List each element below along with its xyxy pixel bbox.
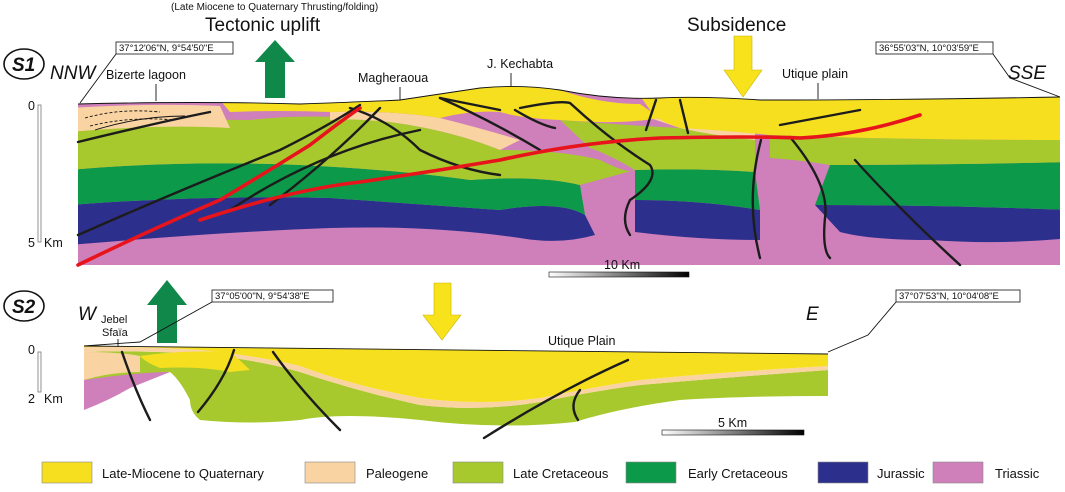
s2-uplift-arrow-up-icon [147,280,187,343]
s2-subsidence-arrow-down-icon [422,282,462,341]
section-s1-dir-left: NNW [50,63,97,84]
section-s2-badge [3,290,45,322]
section-s1-scale-bar [548,271,690,278]
uplift-label: Tectonic uplift [205,15,321,36]
legend-label-paleogene: Paleogene [366,466,428,481]
legend-swatch-jurassic [817,461,869,484]
uplift-arrow-up-icon [255,40,295,98]
section-s2-depth-bar [37,351,42,393]
legend-label-late-miocene: Late-Miocene to Quaternary [102,466,264,481]
place-utique-plain: Utique plain [782,67,848,81]
section-s2-depth-top: 0 [28,343,35,357]
section-s2-depth-bottom: 2 [28,392,35,406]
uplift-subtitle: (Late Miocene to Quaternary Thrusting/fo… [171,2,378,13]
place-utique-plain-s2: Utique Plain [548,334,615,348]
subsidence-label: Subsidence [687,15,786,36]
section-s1-badge [3,48,45,80]
place-j-kechabta: J. Kechabta [487,57,553,71]
section-s2-scale-bar [661,429,805,436]
place-bizerte-lagoon: Bizerte lagoon [106,68,186,82]
section-s1-coord-left-box [115,41,234,55]
section-s2-dir-right: E [806,304,819,325]
section-s2-dir-left: W [78,304,98,325]
section-s2-coord-left-box [211,289,334,303]
section-s2-coord-right-box [895,289,1021,303]
section-s1-coord-right: 36°55'03"N, 10°03'59"E [879,43,979,54]
section-s1-leader-left [79,53,117,104]
subsidence-arrow-down-icon [723,35,763,98]
section-s1-strata [78,86,1060,266]
section-s1-depth-bar [37,104,42,243]
thrust-fault-1 [76,106,362,267]
place-sfaia: Sfaïa [102,327,129,339]
section-s1-id: S1 [12,55,35,76]
section-s1-scale-label: 10 Km [604,258,640,272]
section-s2-strata [84,346,828,426]
legend-swatch-early-cretaceous [625,461,677,484]
section-s1-coord-right-box [875,41,994,55]
legend-swatch-late-cretaceous [452,461,504,484]
place-jebel: Jebel [101,314,127,326]
section-s1-depth-top: 0 [28,99,35,113]
section-s1-coord-left: 37°12'06"N, 9°54'50"E [119,43,214,54]
section-s1: S1 NNW SSE 37°12'06"N, 9°54'50"E 36°55'0… [3,41,1061,278]
place-magheraoua: Magheraoua [358,71,428,85]
thrust-fault-2 [198,113,922,222]
section-s2-scale-label: 5 Km [718,416,747,430]
section-s2: S2 W E 37°05'00"N, 9°54'38"E 37°07'53"N,… [3,280,1021,440]
section-s1-depth-unit: Km [44,236,63,250]
legend-swatch-late-miocene [41,461,93,484]
legend-label-early-cretaceous: Early Cretaceous [688,466,788,481]
legend-swatch-triassic [932,461,984,484]
section-s1-depth-bottom: 5 [28,236,35,250]
section-s2-id: S2 [12,297,36,318]
section-s2-coord-left: 37°05'00"N, 9°54'38"E [215,291,310,302]
legend-label-jurassic: Jurassic [877,466,925,481]
section-s2-coord-right: 37°07'53"N, 10°04'08"E [899,291,999,302]
legend-label-triassic: Triassic [995,466,1040,481]
legend-swatch-paleogene [304,461,356,484]
section-s1-leader-right [992,53,1061,98]
legend: Late-Miocene to Quaternary Paleogene Lat… [41,461,1040,484]
section-s1-topo [77,85,1061,105]
section-s1-dir-right: SSE [1008,63,1046,84]
section-s2-depth-unit: Km [44,392,63,406]
legend-label-late-cretaceous: Late Cretaceous [513,466,609,481]
